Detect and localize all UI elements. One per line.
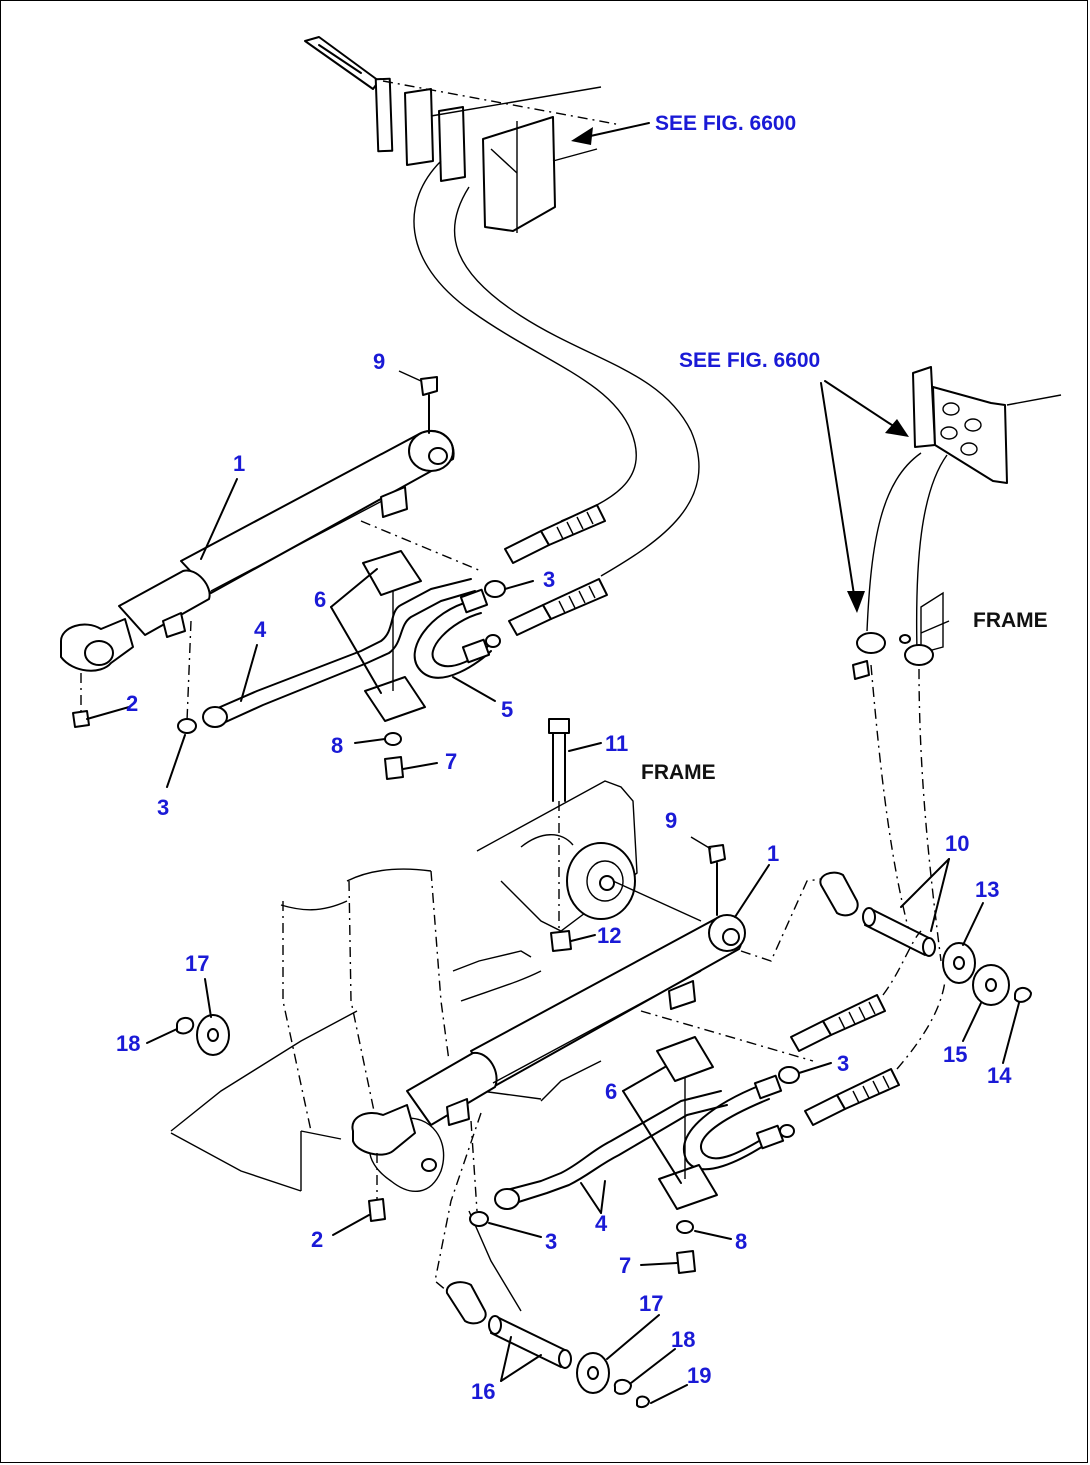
center-frame-and-bolt [476, 718, 702, 952]
callout-18: 18 [116, 1031, 140, 1056]
clamp-6-lower-bottom [658, 1077, 718, 1210]
u-hose-lower [683, 1074, 785, 1171]
callout-1: 1 [233, 451, 245, 476]
callout-10: 10 [945, 831, 969, 856]
frame-label-right: FRAME [973, 609, 1048, 632]
bolt-7-washer-8-upper [384, 732, 404, 780]
callout-17: 17 [185, 951, 209, 976]
callout-5: 5 [501, 697, 513, 722]
callout-4: 4 [254, 617, 267, 642]
leader-lines [86, 478, 1020, 1404]
callout-19: 19 [687, 1363, 711, 1388]
top-connector-assembly [304, 36, 622, 233]
o-ring-3-lower-left [469, 1211, 489, 1227]
callout-8: 8 [735, 1229, 747, 1254]
washers-17-18-left [176, 1014, 230, 1056]
lower-hydraulic-cylinder [351, 914, 814, 1156]
o-ring-3-upper-left [177, 718, 197, 734]
callout-18: 18 [671, 1327, 695, 1352]
grease-fitting-9-upper [398, 370, 438, 434]
u-hose-5-upper [413, 588, 492, 679]
callout-6: 6 [314, 587, 326, 612]
dash-to-bushing-16 [434, 1112, 482, 1292]
callout-2: 2 [311, 1227, 323, 1252]
dash-to-bushing-10 [740, 878, 822, 962]
bolt-7-washer-8-lower [676, 1220, 696, 1274]
callout-8: 8 [331, 733, 343, 758]
bolt-2-lower [368, 1153, 386, 1222]
callout-11: 11 [605, 731, 628, 756]
fittings-upper [360, 504, 608, 648]
callout-7: 7 [619, 1253, 631, 1278]
arrow-see-fig-top [571, 122, 650, 145]
callout-1: 1 [767, 841, 779, 866]
pin-10-assembly [819, 871, 1032, 1006]
callout-7: 7 [445, 749, 457, 774]
clamp-6-lower-top [656, 1036, 714, 1082]
callout-9: 9 [665, 808, 677, 833]
part-callouts: 9 1 6 4 3 2 3 5 8 7 11 9 1 12 10 13 17 1… [116, 349, 1012, 1404]
callout-12: 12 [597, 923, 621, 948]
lower-machine-outline [170, 868, 602, 1312]
callout-16: 16 [471, 1379, 495, 1404]
long-hoses-top [413, 160, 700, 577]
callout-17: 17 [639, 1291, 663, 1316]
bolt-2-upper [72, 673, 90, 728]
callout-13: 13 [975, 877, 999, 902]
callout-15: 15 [943, 1042, 967, 1067]
callout-9: 9 [373, 349, 385, 374]
dash-ring-3-upper [186, 620, 192, 722]
arrows-see-fig-right [820, 380, 909, 613]
frame-label-center: FRAME [641, 761, 716, 784]
tube-4-lower [494, 1090, 728, 1210]
right-connector-block [866, 366, 1062, 652]
callout-14: 14 [987, 1063, 1012, 1088]
callout-3: 3 [157, 795, 169, 820]
pin-16-assembly [445, 1281, 650, 1409]
grease-fitting-9-lower [690, 836, 726, 916]
reference-labels: SEE FIG. 6600 SEE FIG. 6600 FRAME FRAME [641, 112, 1048, 784]
frame-bracket-right [852, 591, 950, 962]
dash-ring-3-lower [470, 1120, 478, 1212]
tube-4-upper [202, 578, 476, 728]
callout-3: 3 [545, 1229, 557, 1254]
callout-3: 3 [543, 567, 555, 592]
callout-3: 3 [837, 1051, 849, 1076]
clamp-6-upper-top [362, 550, 422, 596]
lower-hose-fittings [778, 930, 946, 1138]
upper-hydraulic-cylinder [60, 430, 455, 672]
callout-2: 2 [126, 691, 138, 716]
clamp-6-upper-bottom [364, 591, 426, 722]
see-fig-ref-right: SEE FIG. 6600 [679, 349, 820, 372]
see-fig-ref-top: SEE FIG. 6600 [655, 112, 796, 135]
callout-6: 6 [605, 1079, 617, 1104]
callout-4: 4 [595, 1211, 608, 1236]
